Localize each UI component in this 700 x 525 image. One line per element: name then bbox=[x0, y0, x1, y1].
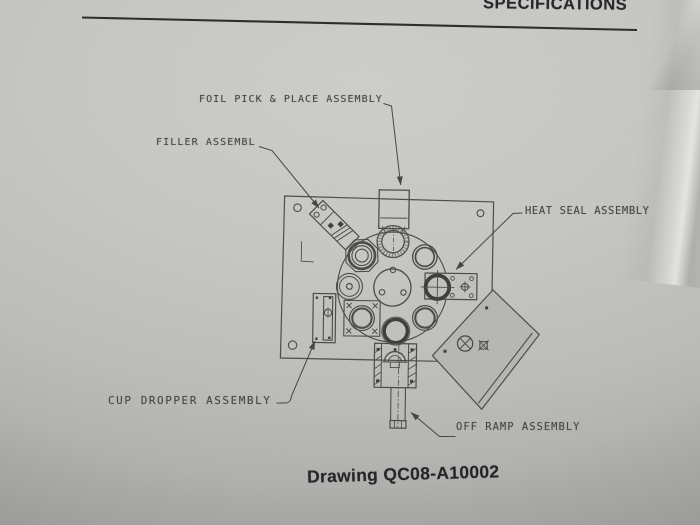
foil-pick-place-graphic bbox=[378, 189, 410, 235]
title-underline bbox=[81, 16, 638, 32]
callout-cup-dropper: CUP DROPPER ASSEMBLY bbox=[108, 394, 272, 407]
page-title: SPECIFICATIONS bbox=[482, 0, 628, 14]
callout-off-ramp: OFF RAMP ASSEMBLY bbox=[456, 421, 581, 433]
callout-filler: FILLER ASSEMBL bbox=[156, 137, 256, 148]
off-ramp-assembly-graphic bbox=[373, 342, 418, 429]
callout-foil-pick-place: FOIL PICK & PLACE ASSEMBLY bbox=[199, 94, 383, 105]
heat-seal-assembly-graphic bbox=[420, 270, 478, 305]
callout-heat-seal: HEAT SEAL ASSEMBLY bbox=[525, 205, 650, 217]
cup-dropper-assembly-graphic bbox=[312, 292, 337, 344]
off-ramp-chute-graphic bbox=[431, 289, 541, 411]
